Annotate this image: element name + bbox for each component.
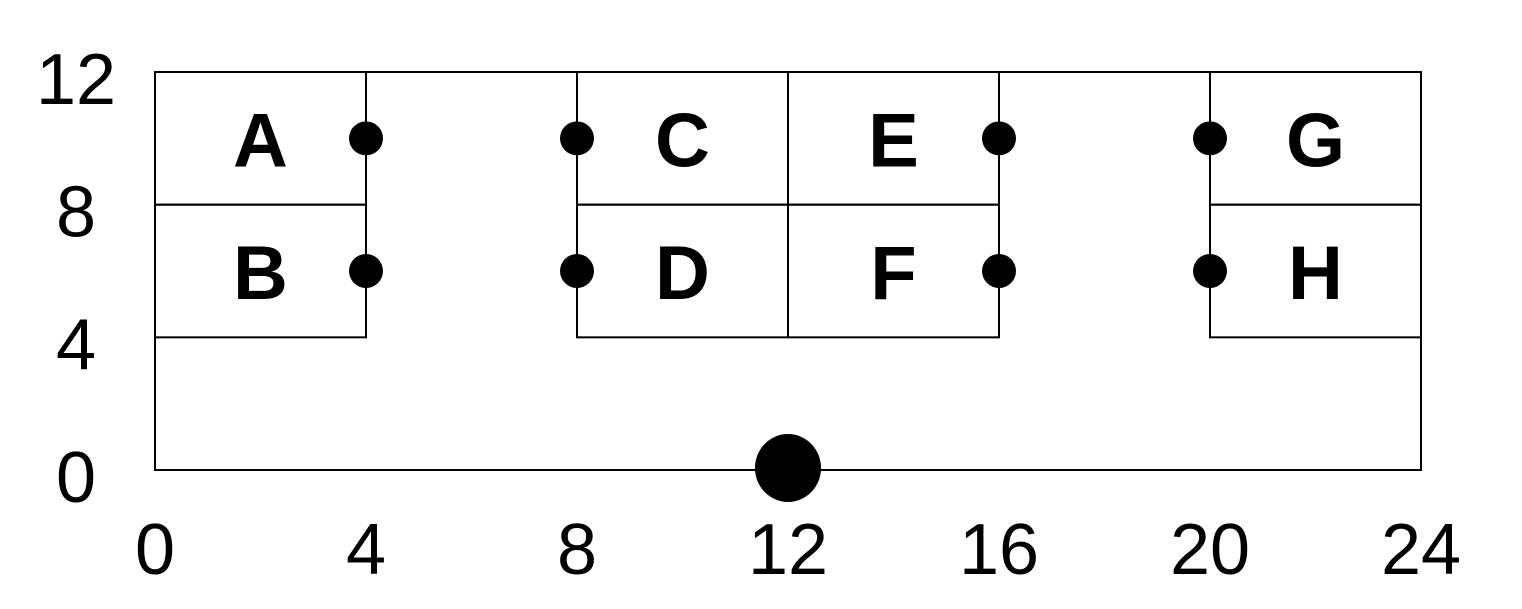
room-label-d: D	[655, 231, 710, 316]
door-marker-e	[982, 121, 1016, 156]
axis-ticks: 0 4 8 12 16 20 24 0 4 8 12	[36, 40, 1461, 590]
room-label-e: E	[868, 98, 919, 183]
x-tick-label: 20	[1170, 510, 1250, 590]
x-tick-label: 4	[346, 510, 386, 590]
room-label-g: G	[1286, 98, 1345, 183]
room-label-b: B	[233, 231, 288, 316]
door-marker-b	[349, 254, 383, 288]
x-tick-label: 0	[135, 510, 175, 590]
x-tick-label: 16	[959, 510, 1039, 590]
y-tick-label: 0	[56, 438, 96, 518]
floor-plan	[154, 71, 1422, 471]
room-label-a: A	[233, 98, 288, 183]
door-marker-f	[982, 254, 1016, 288]
x-tick-label: 12	[748, 510, 828, 590]
room-label-f: F	[870, 231, 916, 316]
room-label-c: C	[655, 98, 710, 183]
y-tick-label: 8	[56, 173, 96, 253]
door-marker-c	[560, 121, 594, 156]
x-tick-label: 8	[557, 510, 597, 590]
y-tick-label: 4	[56, 305, 96, 385]
y-tick-label: 12	[36, 40, 116, 120]
door-marker-d	[560, 254, 594, 288]
door-marker-a	[349, 121, 383, 156]
door-marker-g	[1193, 121, 1227, 156]
room-labels: AB CD EF GH	[233, 98, 1345, 316]
doors	[349, 121, 1227, 502]
x-tick-label: 24	[1381, 510, 1461, 590]
door-marker-h	[1193, 254, 1227, 288]
room-label-h: H	[1288, 231, 1343, 316]
entrance-marker	[755, 434, 821, 502]
